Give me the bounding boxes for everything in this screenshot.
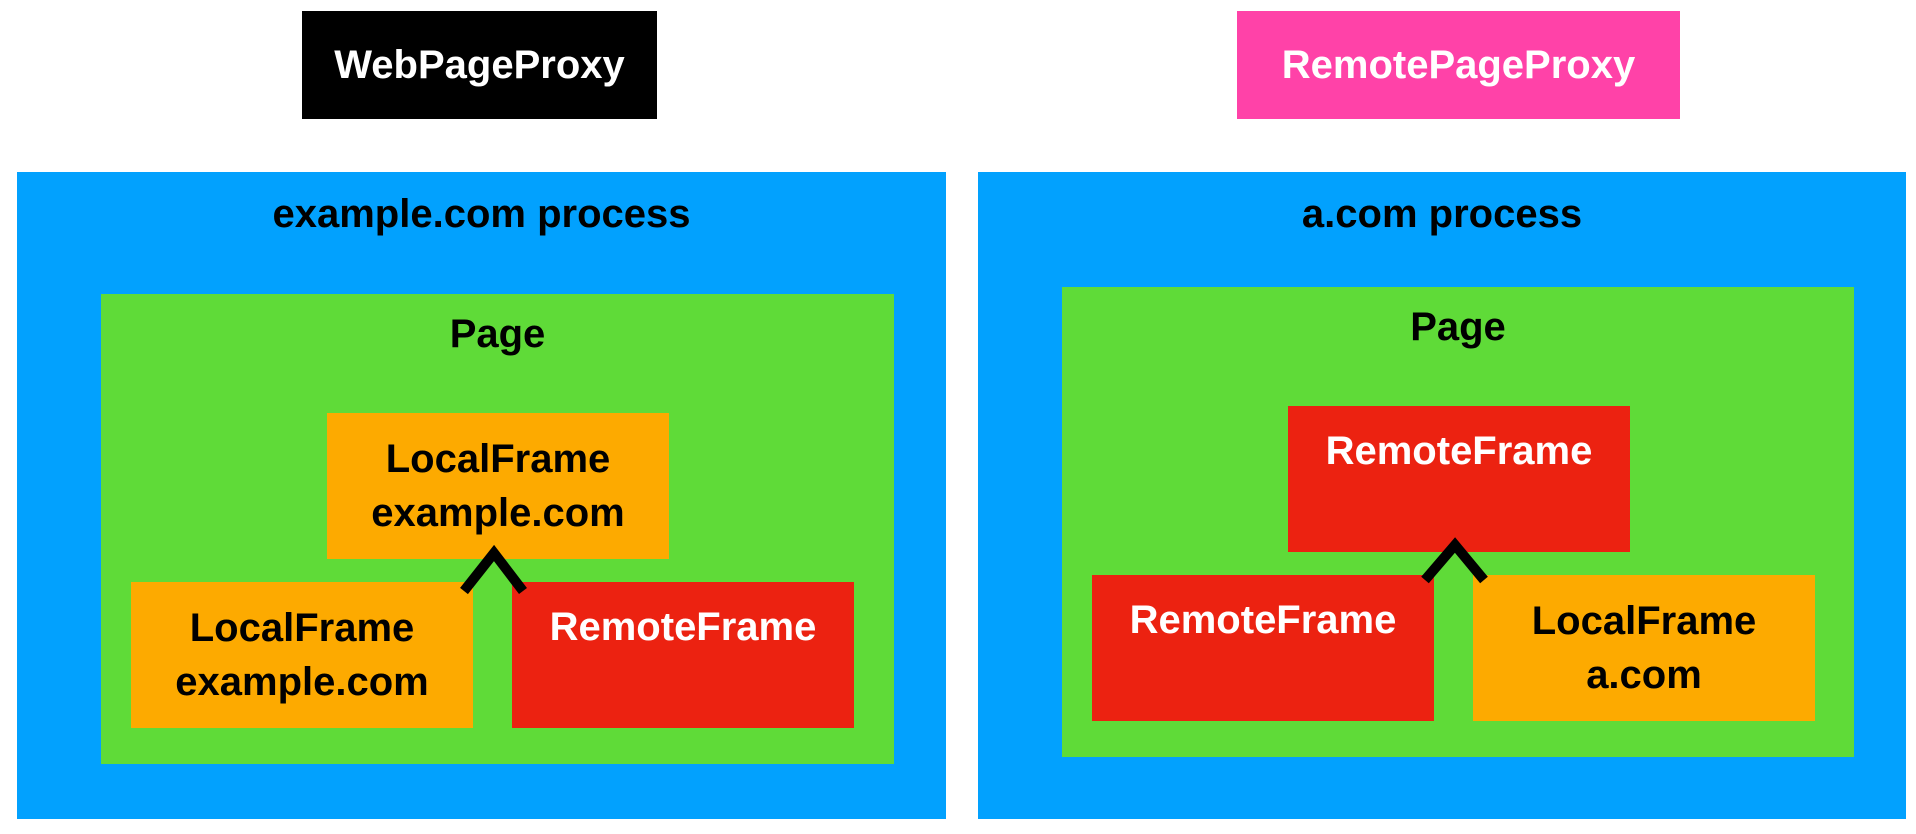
remote-frame-top: RemoteFrame xyxy=(1288,406,1630,552)
frame-origin-label: a.com xyxy=(1586,653,1702,697)
web-page-proxy-box: WebPageProxy xyxy=(302,11,657,119)
local-frame-child: LocalFrame example.com xyxy=(131,582,473,728)
process-title: example.com process xyxy=(272,192,691,236)
frame-type-label: RemoteFrame xyxy=(1129,598,1397,642)
frame-origin-label: example.com xyxy=(175,660,429,704)
page-title: Page xyxy=(449,312,546,356)
process-title: a.com process xyxy=(1301,192,1583,236)
remote-page-proxy-label: RemotePageProxy xyxy=(1281,42,1636,87)
a-com-process: a.com process Page RemoteFrame RemoteFra… xyxy=(978,172,1906,819)
example-com-process: example.com process Page LocalFrame exam… xyxy=(17,172,946,819)
left-tree-connector xyxy=(460,544,527,595)
local-frame-child: LocalFrame a.com xyxy=(1473,575,1815,721)
frame-type-label: RemoteFrame xyxy=(549,605,817,649)
frame-type-label: LocalFrame xyxy=(385,437,611,481)
page-title: Page xyxy=(1410,305,1506,349)
remote-frame-child: RemoteFrame xyxy=(512,582,854,728)
frame-type-label: LocalFrame xyxy=(1531,599,1757,643)
local-frame-top: LocalFrame example.com xyxy=(327,413,669,559)
page-container: Page RemoteFrame RemoteFrame LocalFrame … xyxy=(1062,287,1854,757)
remote-page-proxy-box: RemotePageProxy xyxy=(1237,11,1680,119)
web-page-proxy-label: WebPageProxy xyxy=(334,42,625,87)
remote-frame-child: RemoteFrame xyxy=(1092,575,1434,721)
right-tree-connector xyxy=(1421,537,1488,584)
frame-origin-label: example.com xyxy=(371,491,625,535)
page-container: Page LocalFrame example.com LocalFrame e… xyxy=(101,294,894,764)
frame-type-label: LocalFrame xyxy=(189,606,415,650)
frame-type-label: RemoteFrame xyxy=(1325,429,1593,473)
